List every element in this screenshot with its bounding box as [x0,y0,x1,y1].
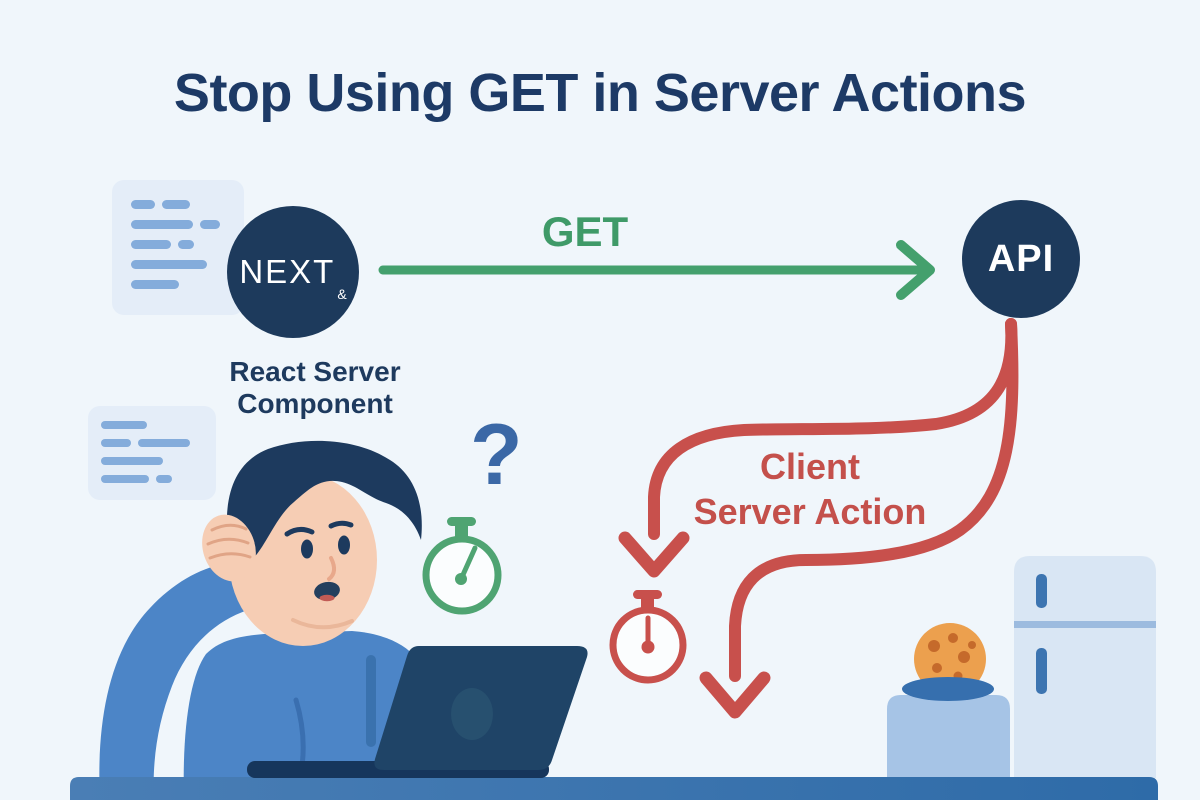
nextjs-logo-text: NEXT [239,253,336,290]
laptop [247,646,588,778]
desk [70,777,1158,800]
laptop-lid-logo [451,688,493,740]
fridge-icon [1014,556,1156,778]
page-title: Stop Using GET in Server Actions [173,63,1027,123]
stopwatch-green-icon [422,517,502,615]
confused-developer [99,440,432,800]
text-line [101,475,216,483]
text-line [131,260,244,269]
text-line [131,280,244,289]
question-mark-icon: ? [470,407,523,503]
text-line [131,200,244,209]
client-server-action-label: Client Server Action [693,446,927,532]
api-circle: API [962,200,1080,318]
client-action-ribbon-arrow [618,318,1019,719]
text-line [101,421,216,429]
nextjs-logo-suffix: & [337,286,347,302]
code-document-card-bottom [88,406,216,500]
get-flow-label: GET [541,208,629,255]
code-document-card-top [112,180,244,315]
get-arrow [378,240,935,300]
text-line [101,457,216,465]
api-label: API [987,237,1055,280]
text-line [131,240,244,249]
react-server-component-label: React Server Component [229,356,401,420]
cookie-on-plate [887,623,1010,778]
text-line [101,439,216,447]
text-line [131,220,244,229]
nextjs-logo-circle: NEXT & [227,206,359,338]
stopwatch-red-icon [609,590,687,684]
